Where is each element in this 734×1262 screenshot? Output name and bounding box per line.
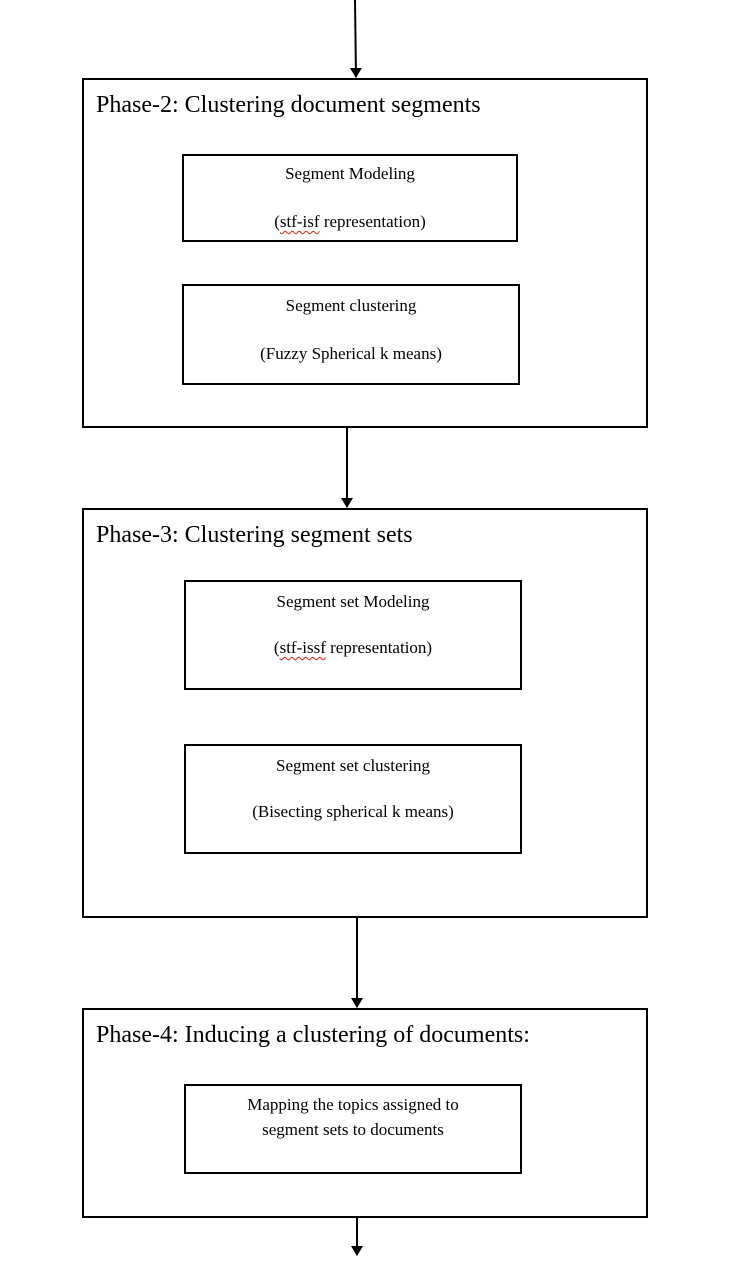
phase-4-title: Phase-4: Inducing a clustering of docume… <box>96 1022 530 1048</box>
mapping-topics-line-1: Mapping the topics assigned to <box>247 1095 459 1114</box>
detail-open-paren: ( <box>273 638 280 657</box>
spellcheck-flagged-term: stf-isf <box>279 212 320 231</box>
detail-open-paren: ( <box>274 212 280 231</box>
segment-clustering-title: Segment clustering <box>285 296 417 315</box>
mapping-topics-box: Mapping the topics assigned to segment s… <box>184 1084 522 1174</box>
segment-clustering-box: Segment clustering (Fuzzy Spherical k me… <box>182 284 520 385</box>
phase-3-box: Phase-3: Clustering segment sets <box>82 508 648 918</box>
mapping-topics-line-2: segment sets to documents <box>262 1120 444 1139</box>
segment-modeling-box: Segment Modeling (stf-isf representation… <box>182 154 518 242</box>
segment-set-clustering-detail: (Bisecting spherical k means) <box>252 802 454 821</box>
segment-set-clustering-title: Segment set clustering <box>276 756 430 775</box>
segment-modeling-title: Segment Modeling <box>285 164 415 183</box>
detail-rest: representation) <box>325 638 433 657</box>
segment-set-clustering-box: Segment set clustering (Bisecting spheri… <box>184 744 522 854</box>
phase-2-title: Phase-2: Clustering document segments <box>96 92 481 118</box>
segment-clustering-detail: (Fuzzy Spherical k means) <box>260 344 442 363</box>
segment-set-modeling-detail: (stf-issf representation) <box>186 637 520 659</box>
segment-set-modeling-box: Segment set Modeling (stf-issf represent… <box>184 580 522 690</box>
phase-3-title: Phase-3: Clustering segment sets <box>96 522 413 548</box>
segment-modeling-detail: (stf-isf representation) <box>184 211 516 233</box>
detail-rest: representation) <box>319 212 426 231</box>
segment-set-modeling-title: Segment set Modeling <box>276 592 430 611</box>
spellcheck-flagged-term: stf-issf <box>279 638 326 657</box>
arrow-into-phase-2 <box>349 0 362 78</box>
